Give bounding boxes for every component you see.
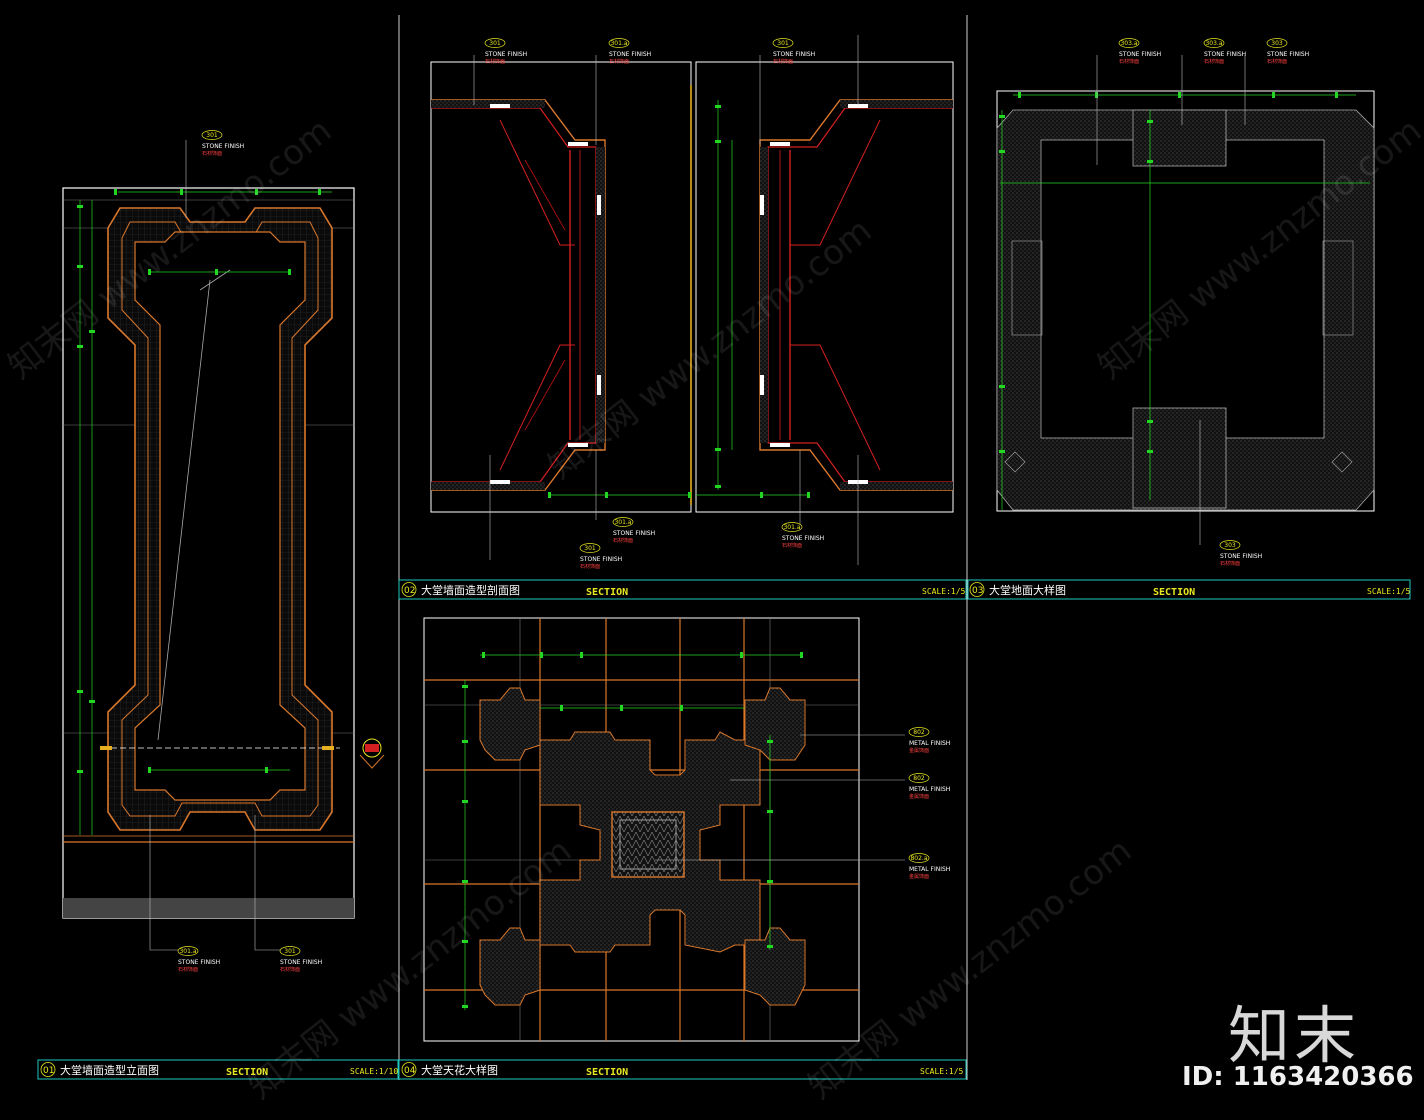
tag-code: 301.a xyxy=(614,519,631,526)
material-tag: 301 STONE FINISH 石材饰面 xyxy=(201,130,244,157)
panel-section-label: SECTION xyxy=(226,1067,268,1078)
material-tag: 303.a STONE FINISH 石材饰面 xyxy=(1203,38,1246,65)
panel-section-label: SECTION xyxy=(586,587,628,598)
material-tag: 301 STONE FINISH 石材饰面 xyxy=(772,38,815,65)
tag-code: 303 xyxy=(1224,542,1236,549)
tag-chinese: 金属饰面 xyxy=(909,873,929,880)
tag-chinese: 石材饰面 xyxy=(773,58,793,65)
tag-code: 303.a xyxy=(1120,40,1137,47)
material-tag: 301.a STONE FINISH 石材饰面 xyxy=(612,517,655,544)
panel-scale: SCALE:1/5 xyxy=(920,1067,964,1076)
tag-code: 802 xyxy=(913,729,925,736)
tag-english: STONE FINISH xyxy=(1119,51,1161,58)
panel-title: 大堂天花大样图 xyxy=(421,1063,498,1077)
tag-english: METAL FINISH xyxy=(909,866,950,873)
material-tag: 301 STONE FINISH 石材饰面 xyxy=(484,38,527,65)
material-tag: 802.a METAL FINISH 金属饰面 xyxy=(908,853,950,880)
titlebar-03: 03 大堂地面大样图 SECTION SCALE:1/5 xyxy=(967,579,1411,600)
panel-scale: SCALE:1/5 xyxy=(1367,587,1411,596)
panel-scale: SCALE:1/5 xyxy=(922,587,966,596)
tag-chinese: 石材饰面 xyxy=(178,966,198,973)
titlebar-04: 04 大堂天花大样图 SECTION SCALE:1/5 xyxy=(398,1059,967,1080)
tag-chinese: 石材饰面 xyxy=(782,542,802,549)
tag-code: 301.a xyxy=(783,524,800,531)
watermark-text: 知末网 www.znzmo.com xyxy=(541,211,879,487)
tag-code: 802 xyxy=(913,775,925,782)
tag-code: 301 xyxy=(206,132,218,139)
tag-code: 301.a xyxy=(610,40,627,47)
tag-chinese: 金属饰面 xyxy=(909,747,929,754)
panel-number: 03 xyxy=(972,586,983,596)
material-tag: 802 METAL FINISH 金属饰面 xyxy=(908,773,950,800)
material-tag: 802 METAL FINISH 金属饰面 xyxy=(908,727,950,754)
tag-english: STONE FINISH xyxy=(485,51,527,58)
panel-separators xyxy=(398,15,968,1080)
titlebar-01: 01 大堂墙面造型立面图 SECTION SCALE:1/10 xyxy=(37,1059,399,1080)
material-tag: 303.a STONE FINISH 石材饰面 xyxy=(1118,38,1161,65)
tag-chinese: 石材饰面 xyxy=(613,537,633,544)
titlebar-02: 02 大堂墙面造型剖面图 SECTION SCALE:1/5 xyxy=(398,579,967,600)
tag-english: STONE FINISH xyxy=(280,959,322,966)
tag-code: 301 xyxy=(777,40,789,47)
panel-number: 01 xyxy=(43,1066,54,1076)
material-tag: 303 STONE FINISH 石材饰面 xyxy=(1219,540,1262,567)
tag-chinese: 石材饰面 xyxy=(202,150,222,157)
panel-scale: SCALE:1/10 xyxy=(350,1067,398,1076)
tag-english: STONE FINISH xyxy=(1267,51,1309,58)
tag-english: STONE FINISH xyxy=(178,959,220,966)
material-tags: 301 STONE FINISH 石材饰面 301.a STONE FINISH… xyxy=(177,38,1309,973)
tag-code: 303 xyxy=(1271,40,1283,47)
tag-english: STONE FINISH xyxy=(1220,553,1262,560)
tag-english: STONE FINISH xyxy=(613,530,655,537)
tag-chinese: 石材饰面 xyxy=(280,966,300,973)
panel-number: 04 xyxy=(404,1066,416,1076)
watermark-text: 知末网 www.znzmo.com xyxy=(801,831,1139,1107)
material-tag: 301.a STONE FINISH 石材饰面 xyxy=(177,946,220,973)
tag-chinese: 金属饰面 xyxy=(909,793,929,800)
panel-section-label: SECTION xyxy=(586,1067,628,1078)
material-tag: 303 STONE FINISH 石材饰面 xyxy=(1266,38,1309,65)
tag-chinese: 石材饰面 xyxy=(1204,58,1224,65)
asset-id-label: ID: 1163420366 xyxy=(1182,1062,1414,1092)
tag-chinese: 石材饰面 xyxy=(609,58,629,65)
panel-title: 大堂墙面造型立面图 xyxy=(60,1063,159,1077)
material-tag: 301.a STONE FINISH 石材饰面 xyxy=(781,522,824,549)
brand-logo: 知末 xyxy=(1228,999,1361,1072)
tag-english: STONE FINISH xyxy=(580,556,622,563)
tag-english: METAL FINISH xyxy=(909,740,950,747)
tag-code: 301 xyxy=(584,545,596,552)
tag-code: 303.a xyxy=(1205,40,1222,47)
tag-code: 301 xyxy=(284,948,296,955)
panel-01-elevation xyxy=(62,140,385,951)
tag-english: STONE FINISH xyxy=(609,51,651,58)
tag-english: STONE FINISH xyxy=(202,143,244,150)
panel-02-section xyxy=(430,35,954,565)
tag-code: 301 xyxy=(489,40,501,47)
tag-english: STONE FINISH xyxy=(782,535,824,542)
tag-english: STONE FINISH xyxy=(773,51,815,58)
tag-english: METAL FINISH xyxy=(909,786,950,793)
tag-chinese: 石材饰面 xyxy=(1220,560,1240,567)
tag-chinese: 石材饰面 xyxy=(485,58,505,65)
material-tag: 301 STONE FINISH 石材饰面 xyxy=(579,543,622,570)
panel-number: 02 xyxy=(404,586,415,596)
panel-title: 大堂墙面造型剖面图 xyxy=(421,583,520,597)
material-tag: 301.a STONE FINISH 石材饰面 xyxy=(608,38,651,65)
panel-section-label: SECTION xyxy=(1153,587,1195,598)
tag-english: STONE FINISH xyxy=(1204,51,1246,58)
panel-04-ceiling xyxy=(423,617,905,1042)
tag-chinese: 石材饰面 xyxy=(580,563,600,570)
tag-chinese: 石材饰面 xyxy=(1267,58,1287,65)
material-tag: 301 STONE FINISH 石材饰面 xyxy=(279,946,322,973)
tag-chinese: 石材饰面 xyxy=(1119,58,1139,65)
tag-code: 301.a xyxy=(179,948,196,955)
tag-code: 802.a xyxy=(910,855,927,862)
panel-03-floor xyxy=(996,55,1375,545)
panel-title: 大堂地面大样图 xyxy=(989,583,1066,597)
